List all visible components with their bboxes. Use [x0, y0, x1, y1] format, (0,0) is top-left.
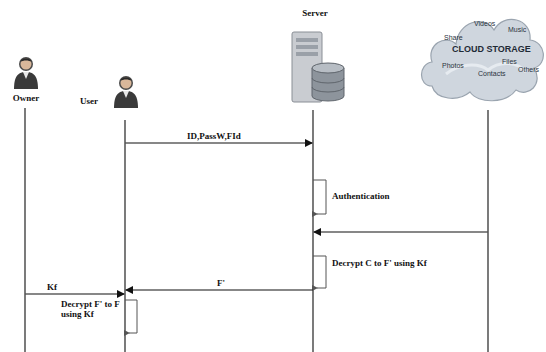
message-arrow: [126, 142, 313, 143]
server-actor: Server: [278, 8, 352, 110]
actor-name: Owner: [0, 93, 52, 103]
cloud-text: Music: [508, 26, 538, 33]
person-actor: Owner: [0, 55, 52, 109]
cloud-text: Contacts: [478, 70, 514, 77]
user-lifeline: [124, 120, 125, 352]
cloud-text: Files: [502, 58, 532, 65]
actor-name: Server: [278, 8, 352, 18]
self-message: [313, 180, 326, 214]
cloud-storage: CLOUD STORAGE VideosMusicSharePhotosConta…: [418, 0, 546, 108]
message-arrow: [126, 289, 313, 290]
actor-icon: [286, 30, 348, 110]
cloud-text: Share: [444, 34, 474, 41]
cloud-text: CLOUD STORAGE: [452, 44, 531, 54]
self-message: [313, 256, 326, 288]
actor-icon: [418, 4, 546, 106]
cloud-lifeline: [487, 110, 488, 352]
cloud-text: Others: [518, 66, 546, 73]
message-label: ID,PassW,FId: [186, 131, 242, 141]
person-actor: User: [78, 72, 154, 120]
owner-lifeline: [24, 108, 25, 352]
step-note: Decrypt C to F' using Kf: [331, 258, 443, 268]
actor-name: User: [80, 96, 110, 106]
message-label: F': [216, 278, 226, 288]
step-note: Authentication: [331, 191, 433, 201]
step-note: Decrypt F' to F using Kf: [60, 299, 122, 320]
message-label: Kf: [46, 282, 58, 292]
actor-icon: [111, 74, 141, 109]
server-lifeline: [312, 110, 313, 352]
self-message: [125, 300, 137, 333]
cloud-text: Photos: [442, 62, 472, 69]
cloud-text: Videos: [474, 20, 504, 27]
actor-icon: [11, 55, 41, 90]
message-arrow: [26, 293, 125, 294]
message-arrow: [314, 231, 488, 232]
